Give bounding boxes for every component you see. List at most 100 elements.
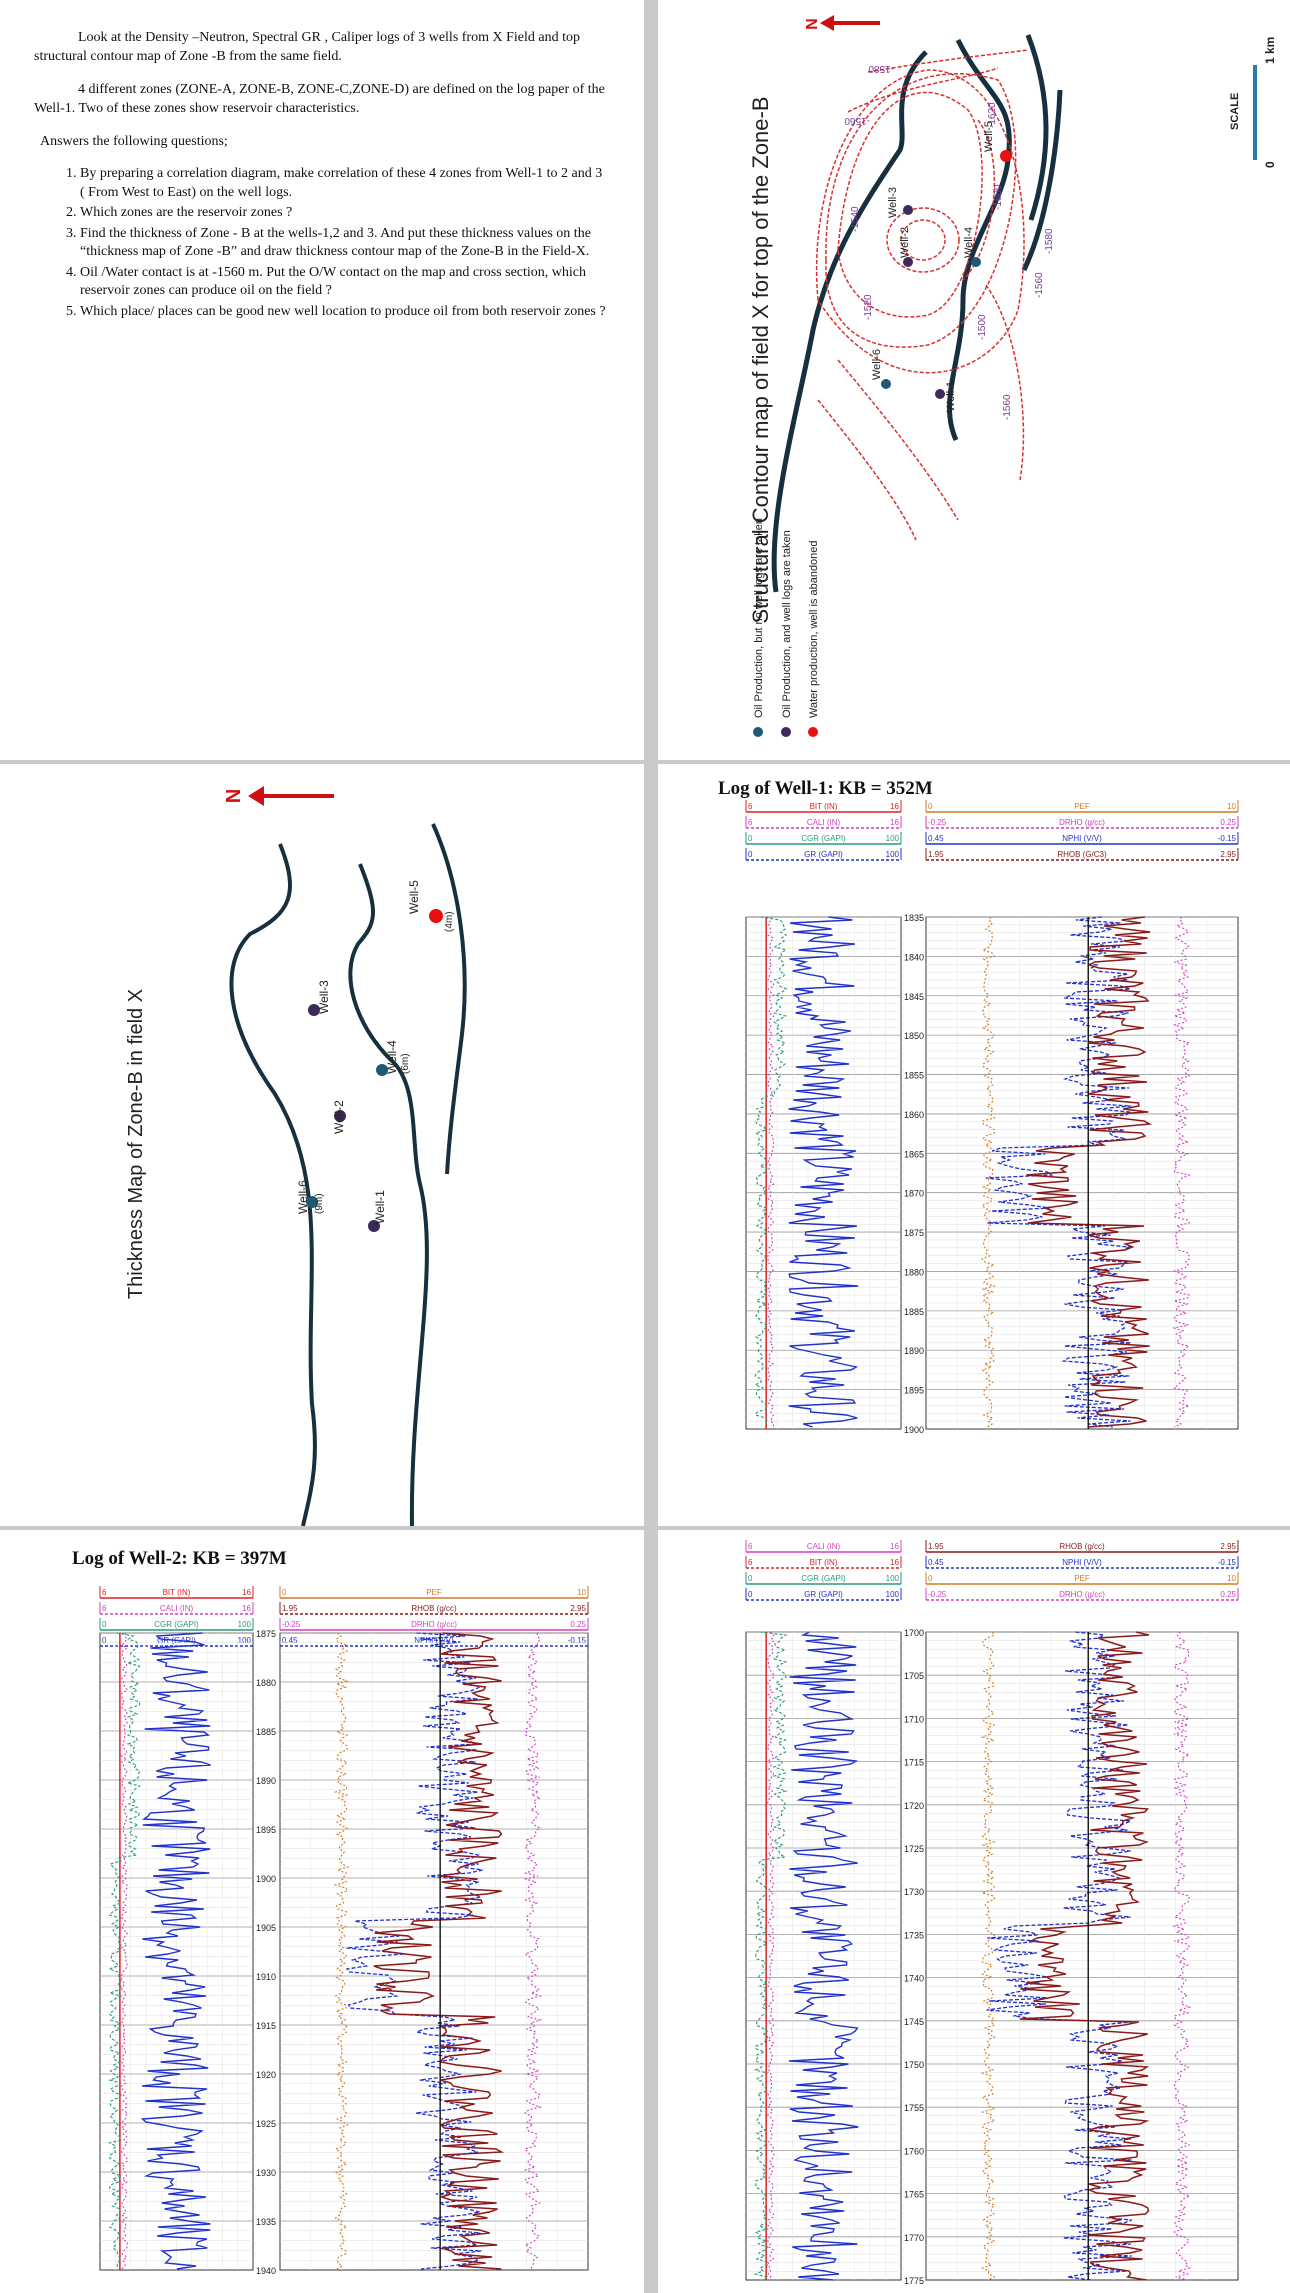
contour-labels: -1580 -1560 -1540 -1520 -1500 -1560 -158… <box>844 63 1055 420</box>
well-marker[interactable] <box>881 379 891 389</box>
log-curve <box>981 916 997 1428</box>
log-header-max: 2.95 <box>570 1604 586 1613</box>
log-header-min: 0 <box>928 1574 933 1583</box>
svg-text:Well-3: Well-3 <box>887 187 899 218</box>
svg-text:Well-1: Well-1 <box>373 1190 387 1224</box>
log-header-label: NPHI (V/V) <box>1062 1558 1102 1567</box>
depth-label: 1860 <box>904 1110 924 1120</box>
svg-text:(6m): (6m) <box>400 1053 411 1074</box>
depth-label: 1885 <box>904 1307 924 1317</box>
questions-panel: Look at the Density –Neutron, Spectral G… <box>0 0 644 760</box>
log-curve <box>986 1631 1132 2281</box>
depth-label: 1900 <box>904 1425 924 1435</box>
well-marker[interactable] <box>306 1196 318 1208</box>
log-header-min: 6 <box>102 1588 107 1597</box>
well-marker[interactable] <box>903 257 913 267</box>
well-marker[interactable] <box>429 909 443 923</box>
depth-label: 1910 <box>256 1972 276 1982</box>
scale-bar: SCALE 0 1 km <box>1229 37 1277 168</box>
svg-text:Well-2: Well-2 <box>332 1100 346 1134</box>
intro-paragraph-2: 4 different zones (ZONE-A, ZONE-B, ZONE-… <box>34 82 605 116</box>
log-header-label: DRHO (g/cc) <box>1059 1590 1105 1599</box>
log-curve <box>333 1632 350 2270</box>
questions-text: Look at the Density –Neutron, Spectral G… <box>34 28 608 323</box>
log-header-label: NPHI (V/V) <box>1062 834 1102 843</box>
depth-label: 1905 <box>256 1923 276 1933</box>
svg-text:Well-5: Well-5 <box>407 880 421 914</box>
well-marker[interactable] <box>334 1110 346 1122</box>
log-header-label: CALI (IN) <box>160 1604 194 1613</box>
log-header-label: RHOB (G/C3) <box>1057 850 1107 859</box>
depth-label: 1930 <box>256 2168 276 2178</box>
svg-text:Oil Production, and well logs: Oil Production, and well logs are taken <box>781 530 793 718</box>
log-header-label: CALI (IN) <box>807 818 841 827</box>
log-header-label: CGR (GAPI) <box>801 834 846 843</box>
depth-label: 1760 <box>904 2146 924 2156</box>
depth-label: 1730 <box>904 1887 924 1897</box>
svg-text:-1620: -1620 <box>987 102 998 128</box>
depth-label: 1870 <box>904 1189 924 1199</box>
well-marker[interactable] <box>903 205 913 215</box>
well-marker[interactable] <box>935 389 945 399</box>
thickness-map-title: Thickness Map of Zone-B in field X <box>125 989 147 1299</box>
svg-text:Oil Production, but no well lo: Oil Production, but no well logs are tak… <box>753 518 765 718</box>
depth-label: 1725 <box>904 1844 924 1854</box>
log-curve <box>1172 916 1192 1428</box>
thickness-wells: Well-3 Well-2 Well-6 (9m) Well-1 Well-4 … <box>296 880 455 1232</box>
log-header-min: -0.25 <box>282 1620 301 1629</box>
log-header-min: 0 <box>748 1574 753 1583</box>
log-header-min: 0 <box>102 1636 107 1645</box>
well-marker[interactable] <box>368 1220 380 1232</box>
log-header-label: PEF <box>1074 802 1090 811</box>
log-header-label: GR (GAPI) <box>804 850 843 859</box>
log-header-min: 6 <box>748 1542 753 1551</box>
well-marker[interactable] <box>971 257 981 267</box>
field-boundary-west <box>229 843 317 1526</box>
question-item: Oil /Water contact is at -1560 m. Put th… <box>80 264 608 301</box>
map-legend: Oil Production, but no well logs are tak… <box>753 518 820 737</box>
svg-text:(4m): (4m) <box>444 911 455 932</box>
well-marker[interactable] <box>1000 150 1012 162</box>
question-item: Which place/ places can be good new well… <box>80 303 608 322</box>
depth-label: 1840 <box>904 952 924 962</box>
log-header-min: 1.95 <box>928 1542 944 1551</box>
log-header-min: 0.45 <box>928 1558 944 1567</box>
svg-text:-1560: -1560 <box>1002 394 1013 420</box>
log-header-min: 0 <box>102 1620 107 1629</box>
depth-label: 1900 <box>256 1874 276 1884</box>
depth-label: 1720 <box>904 1801 924 1811</box>
depth-label: 1915 <box>256 2021 276 2031</box>
svg-text:-1520: -1520 <box>863 294 874 320</box>
depth-label: 1850 <box>904 1031 924 1041</box>
depth-label: 1895 <box>904 1386 924 1396</box>
depth-label: 1710 <box>904 1714 924 1724</box>
log-header-label: GR (GAPI) <box>804 1590 843 1599</box>
depth-label: 1765 <box>904 2190 924 2200</box>
field-boundary-east-lower <box>1021 89 1063 272</box>
log-header-min: 6 <box>102 1604 107 1613</box>
svg-text:Water production, well is aban: Water production, well is abandoned <box>808 540 820 718</box>
log-header-max: 10 <box>1227 802 1236 811</box>
log-header-max: 0.25 <box>1220 818 1236 827</box>
log-header-min: 6 <box>748 1558 753 1567</box>
log-curve <box>107 1632 142 2270</box>
svg-text:Well-1: Well-1 <box>945 381 957 412</box>
structural-map-svg: Structural Contour map of field X for to… <box>748 15 1277 737</box>
depth-label: 1880 <box>904 1267 924 1277</box>
intro-paragraph-1: Look at the Density –Neutron, Spectral G… <box>34 30 580 64</box>
depth-label: 1705 <box>904 1671 924 1681</box>
well-marker[interactable] <box>376 1064 388 1076</box>
depth-label: 1735 <box>904 1930 924 1940</box>
log-header-max: 100 <box>886 1574 900 1583</box>
log-header-min: 1.95 <box>928 850 944 859</box>
log-header-label: DRHO (g/cc) <box>411 1620 457 1629</box>
log-header-max: 0.25 <box>1220 1590 1236 1599</box>
log-header-min: 0 <box>748 834 753 843</box>
svg-text:-1580: -1580 <box>868 63 894 74</box>
depth-label: 1855 <box>904 1071 924 1081</box>
well-marker[interactable] <box>308 1004 320 1016</box>
questions-prompt: Answers the following questions; <box>40 134 228 149</box>
